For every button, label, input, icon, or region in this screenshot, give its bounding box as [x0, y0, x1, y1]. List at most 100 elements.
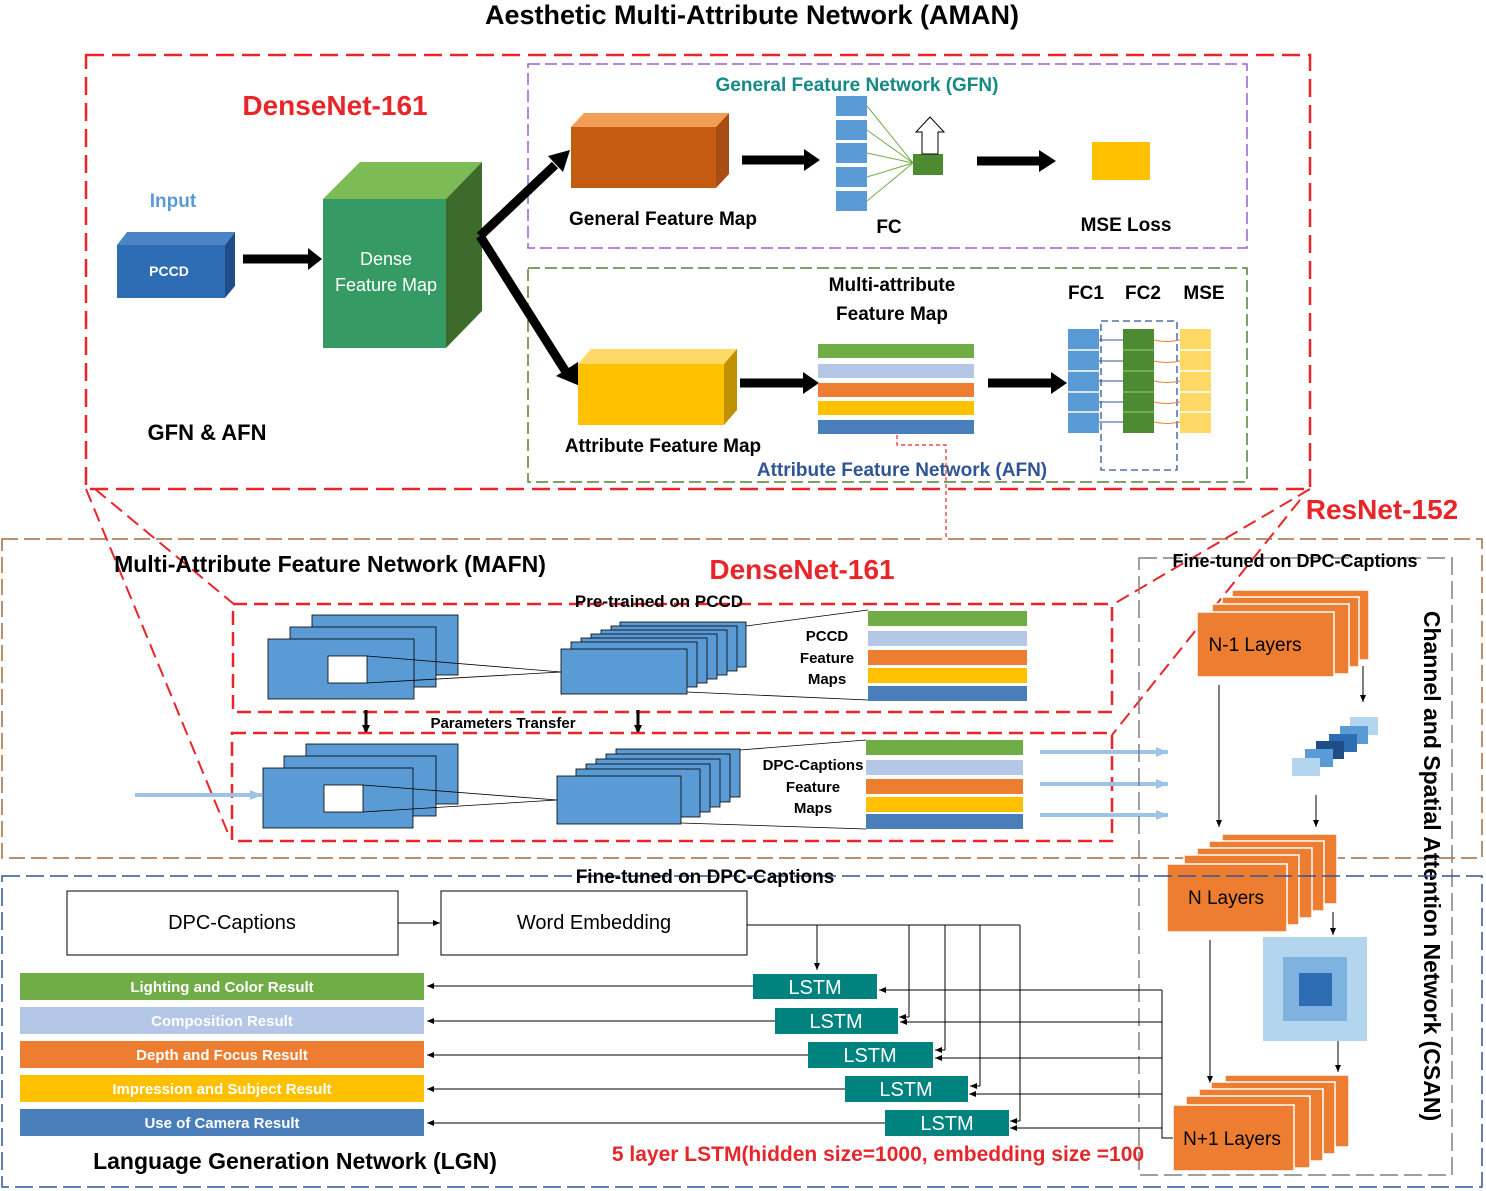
dense-feature-map-cuboid	[323, 162, 482, 348]
lstm-block-3	[808, 1042, 933, 1068]
arrowhead-fc-mse	[1039, 150, 1056, 172]
dpc-maps-label-bg	[760, 752, 862, 820]
general-map-label: General Feature Map	[569, 209, 757, 230]
pretrained-label: Pre-trained on PCCD	[575, 592, 743, 611]
result-label-5: Use of Camera Result	[144, 1115, 299, 1132]
result-bar-3	[20, 1041, 424, 1068]
csan-finetuned-label: Fine-tuned on DPC-Captions	[1173, 551, 1418, 571]
lstm-block-5	[885, 1110, 1009, 1136]
pccd-input-cuboid	[117, 232, 235, 298]
result-bar-1	[20, 973, 424, 1000]
pccd-input-label: PCCD	[149, 263, 189, 279]
input-label: Input	[150, 191, 197, 212]
mse-loss-label: MSE Loss	[1081, 215, 1172, 236]
params-transfer-label: Parameters Transfer	[430, 715, 575, 732]
dpc-maps-label-1: DPC-Captions	[763, 757, 864, 774]
embed-line-1	[747, 924, 820, 970]
densenet-top-label: DenseNet-161	[242, 90, 427, 121]
lstm-block-1	[753, 974, 877, 999]
n-plus-1-label: N+1 Layers	[1183, 1129, 1281, 1150]
pccd-maps-label-1: PCCD	[806, 628, 849, 645]
n-minus-1-layers-stack	[1196, 589, 1370, 678]
fc2-dashed-box	[1100, 320, 1178, 471]
mse-label: MSE	[1183, 283, 1224, 304]
lstm-block-2	[775, 1008, 898, 1034]
attr-map-label: Attribute Feature Map	[565, 436, 761, 457]
lgn-finetuned-label: Fine-tuned on DPC-Captions	[576, 867, 835, 888]
fc-layer	[836, 96, 943, 211]
multi-attr-stripes	[818, 344, 974, 434]
pccd-maps-label-2: Feature	[800, 650, 854, 667]
arrowhead-dense-attr	[556, 362, 580, 386]
lstm-label-4: LSTM	[879, 1079, 932, 1101]
result-bar-5	[20, 1109, 424, 1136]
finetuned-feature-stack	[556, 748, 741, 825]
mse-loss-block	[1092, 142, 1150, 180]
dpc-captions-label: DPC-Captions	[168, 912, 296, 934]
general-feature-map-cuboid	[571, 113, 729, 188]
finetuned-box	[230, 731, 1114, 843]
word-embedding-box	[440, 890, 748, 956]
spatial-attention-map	[1263, 937, 1367, 1041]
multi-attr-label-1: Multi-attribute	[829, 275, 956, 296]
lgn-box	[1, 875, 1483, 1188]
result-label-3: Depth and Focus Result	[136, 1047, 308, 1064]
arrowhead-general-fc	[804, 149, 820, 171]
aman-box	[84, 53, 1312, 491]
multi-attr-label-2: Feature Map	[836, 304, 948, 325]
fc-label: FC	[876, 217, 902, 238]
channel-attention-blocks	[1292, 717, 1378, 776]
dpc-feature-stripes	[866, 740, 1023, 829]
lstm-label-5: LSTM	[920, 1113, 973, 1135]
csan-title: Channel and Spatial Attention Network (C…	[1419, 611, 1445, 1121]
finetuned-image-stack	[262, 743, 459, 829]
zoom-line-left-inner	[94, 488, 236, 606]
result-bar-2	[20, 1007, 424, 1034]
finetuned-fan-bottom	[680, 822, 867, 830]
finetuned-proj-bottom	[362, 799, 558, 813]
fc1-fc2-mse-layers	[1068, 329, 1211, 433]
pccd-feature-stripes	[868, 611, 1027, 701]
arrow-dense-attr	[476, 233, 570, 375]
pccd-maps-label-bg	[790, 622, 864, 690]
finetuned-proj-top	[362, 784, 558, 801]
csan-box	[1138, 557, 1453, 1176]
arrowhead-pccd-dense	[308, 248, 322, 270]
pretrained-box	[231, 602, 1114, 714]
result-label-1: Lighting and Color Result	[130, 979, 313, 996]
zoom-line-right-outer	[1111, 488, 1311, 606]
pretrained-proj-top	[366, 655, 562, 673]
mafn-box	[1, 538, 1483, 859]
pretrained-image-stack	[267, 614, 459, 700]
dpc-maps-label-2: Feature	[786, 779, 840, 796]
mafn-title: Multi-Attribute Feature Network (MAFN)	[114, 551, 546, 577]
pretrained-proj-bottom	[366, 671, 562, 684]
densenet-mid-label: DenseNet-161	[709, 554, 894, 585]
n-minus-1-label: N-1 Layers	[1209, 635, 1302, 656]
diagram-title: Aesthetic Multi-Attribute Network (AMAN)	[485, 0, 1019, 30]
pretrained-fan-top	[745, 609, 869, 627]
arrowhead-multi-fc1	[1051, 372, 1067, 394]
gfn-box	[527, 63, 1248, 249]
n-layers-stack	[1166, 833, 1338, 933]
fc2-label: FC2	[1125, 283, 1161, 304]
lstm-note: 5 layer LSTM(hidden size=1000, embedding…	[612, 1143, 1144, 1166]
n-layers-label: N Layers	[1188, 888, 1264, 909]
gfn-title: General Feature Network (GFN)	[716, 75, 999, 96]
lstm-label-2: LSTM	[809, 1011, 862, 1033]
gfn-afn-label: GFN & AFN	[148, 420, 267, 445]
arrowhead-attr-multi	[803, 372, 819, 394]
dense-map-label-2: Feature Map	[335, 275, 437, 295]
csan-feedback-vertical	[1161, 990, 1173, 1139]
pretrained-feature-stack	[560, 621, 747, 695]
arrowhead-dense-general	[548, 150, 570, 172]
dpc-captions-box	[66, 890, 399, 956]
dense-map-label-1: Dense	[360, 249, 412, 269]
fc1-label: FC1	[1068, 283, 1104, 304]
word-embedding-label: Word Embedding	[517, 912, 671, 934]
result-bar-4	[20, 1075, 424, 1102]
lstm-label-3: LSTM	[843, 1045, 896, 1067]
pretrained-fan-bottom	[686, 691, 869, 701]
arrow-dense-general	[476, 161, 559, 240]
